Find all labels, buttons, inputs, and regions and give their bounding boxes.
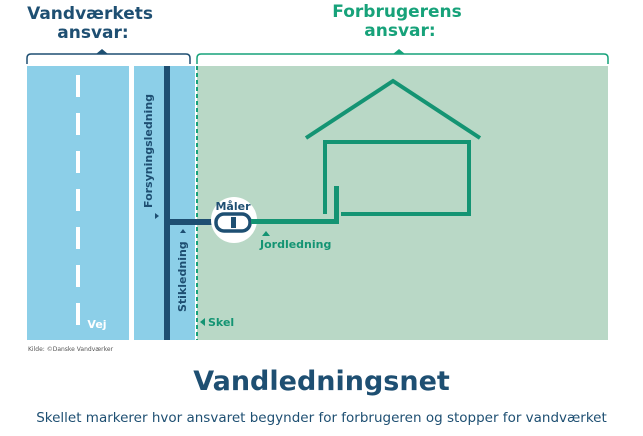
road-label: Vej [87,318,106,331]
service-pipe [167,219,216,225]
meter-label: Måler [215,200,251,213]
ground-line-arrow-icon [262,231,270,236]
service-line-label: Stikledning [176,241,189,312]
consumer-heading: Forbrugerens ansvar: [332,2,467,41]
consumer-area [197,66,608,340]
meter-center-mark [231,217,236,228]
caption-title: Vandledningsnet [193,366,450,397]
source-credit: Kilde: ©Danske Vandværker [28,346,114,353]
boundary-label: Skel [208,316,234,329]
water-network-diagram: Vandværkets ansvar: Forbrugerens ansvar:… [26,2,609,353]
utility-bracket-pointer [96,49,108,54]
supply-main-pipe [164,66,170,340]
consumer-bracket [196,53,609,64]
utility-bracket [26,53,191,64]
house-roof [304,78,482,140]
service-line-arrow-icon [180,229,186,233]
boundary-arrow-icon [200,318,205,326]
ground-line-label: Jordledning [259,238,331,251]
ground-pipe-riser [334,186,339,224]
supply-line-label: Forsyningsledning [142,94,155,208]
supply-line-arrow-icon [155,213,159,219]
utility-heading: Vandværkets ansvar: [27,4,159,43]
caption-subtitle: Skellet markerer hvor ansvaret begynder … [36,410,607,426]
house-body [323,140,471,216]
ground-pipe [251,219,339,224]
consumer-bracket-pointer [393,49,405,54]
